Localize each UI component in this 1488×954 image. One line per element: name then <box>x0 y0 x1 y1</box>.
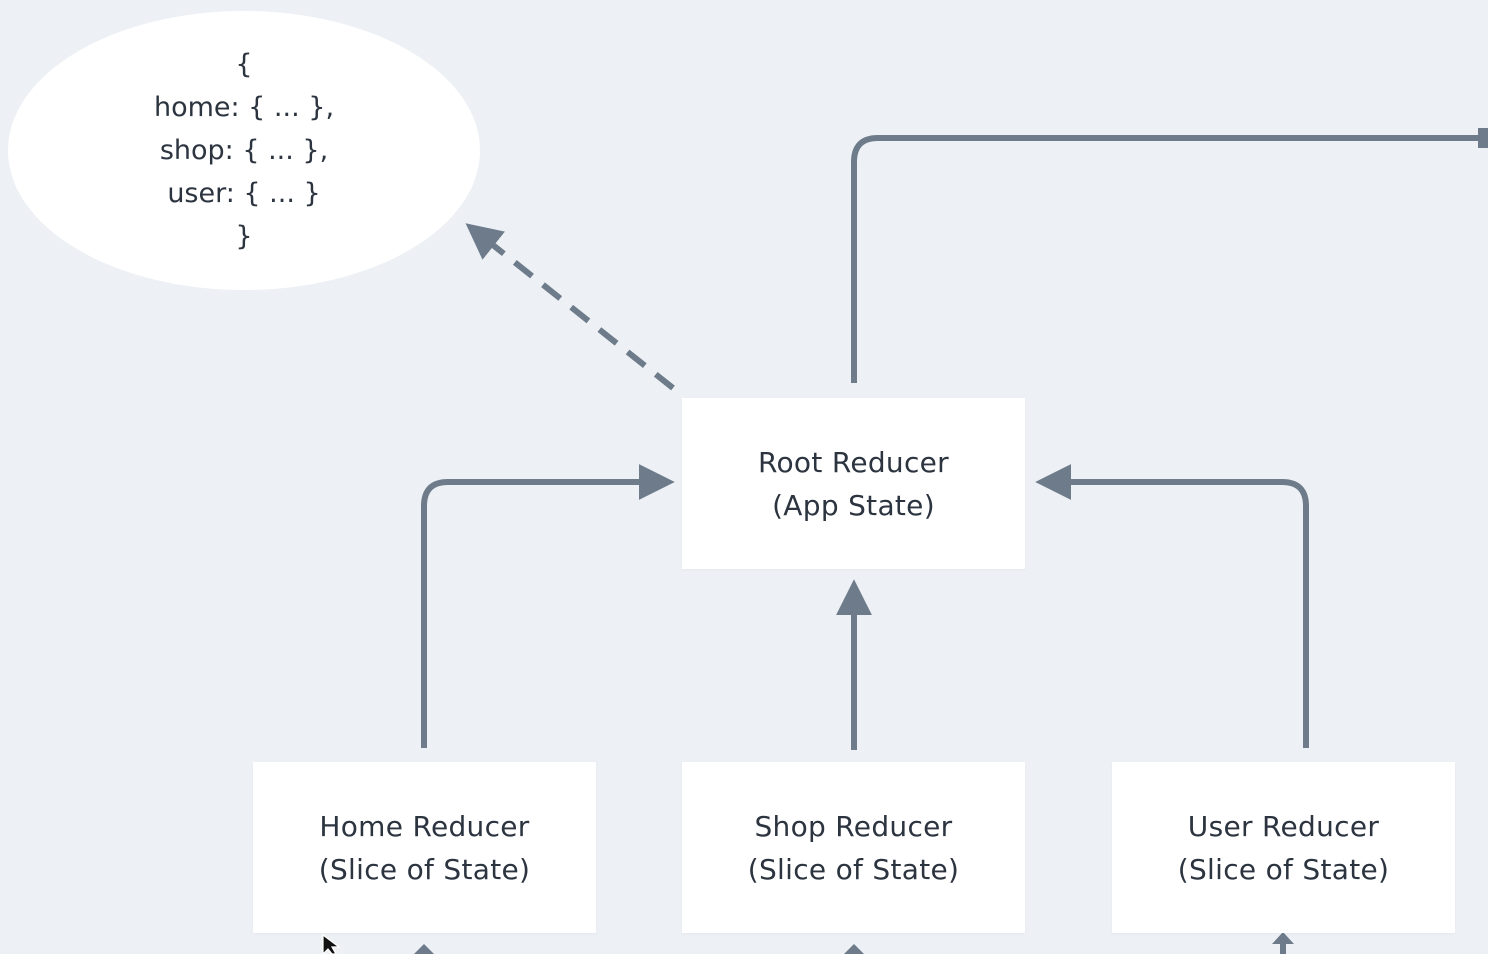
app-state-object: { home: { ... }, shop: { ... }, user: { … <box>8 11 480 290</box>
shop-reducer-node: Shop Reducer (Slice of State) <box>682 762 1025 933</box>
home-reducer-subtitle: (Slice of State) <box>318 852 531 886</box>
root-reducer-node: Root Reducer (App State) <box>682 398 1025 569</box>
offscreen-arrowhead <box>1478 128 1488 148</box>
mouse-pointer-icon <box>322 934 341 954</box>
edge-incoming-user-stem <box>1280 942 1286 954</box>
state-line-shop: shop: { ... }, <box>159 135 329 166</box>
edge-home-to-root <box>421 464 675 748</box>
edge-incoming-shop <box>844 944 864 954</box>
edge-incoming-user <box>1272 932 1294 944</box>
root-reducer-subtitle: (App State) <box>772 488 935 522</box>
state-line-close: } <box>235 221 253 252</box>
home-reducer-node: Home Reducer (Slice of State) <box>253 762 596 933</box>
edge-incoming-home <box>414 944 434 954</box>
state-line-home: home: { ... }, <box>153 92 335 123</box>
edge-root-to-state-object <box>465 223 675 391</box>
home-reducer-title: Home Reducer <box>319 809 530 843</box>
edge-user-to-root <box>1035 464 1309 748</box>
user-reducer-subtitle: (Slice of State) <box>1177 852 1390 886</box>
state-line-open: { <box>235 49 253 80</box>
user-reducer-title: User Reducer <box>1187 809 1380 843</box>
state-line-user: user: { ... } <box>167 178 321 209</box>
user-reducer-node: User Reducer (Slice of State) <box>1112 762 1455 933</box>
edge-root-to-offscreen <box>851 135 1478 383</box>
shop-reducer-title: Shop Reducer <box>754 809 953 843</box>
shop-reducer-subtitle: (Slice of State) <box>747 852 960 886</box>
root-reducer-title: Root Reducer <box>757 445 949 479</box>
